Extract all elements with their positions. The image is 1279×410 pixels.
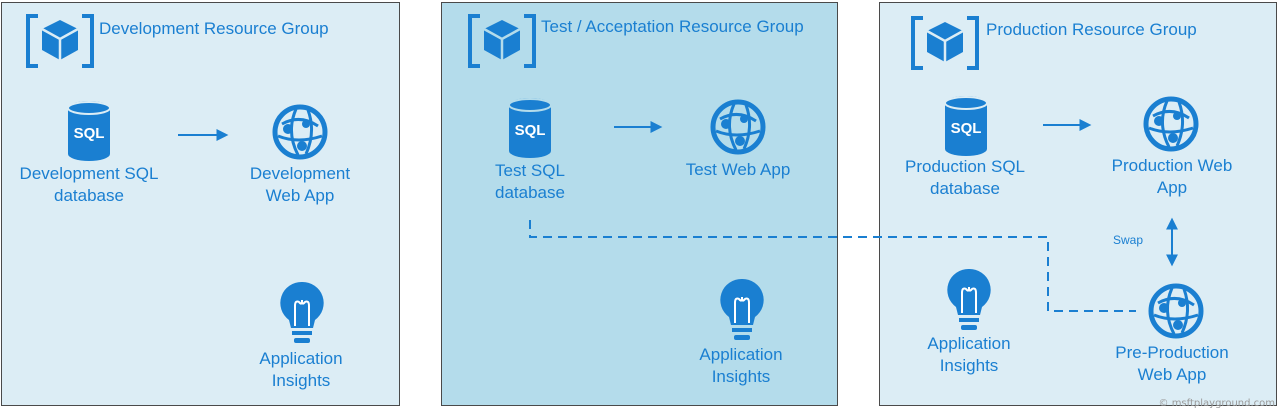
- production-group-title: Production Resource Group: [986, 20, 1197, 39]
- test-group-title: Test / Acceptation Resource Group: [541, 17, 804, 36]
- sql-database-icon-development: SQL: [67, 101, 111, 161]
- sql-database-icon-test: SQL: [508, 98, 552, 158]
- web-app-icon-preproduction: [1148, 283, 1204, 339]
- test-resource-group: [441, 2, 838, 406]
- web-app-icon-test: [710, 99, 766, 155]
- dashed-link-test-sql-to-preproduction: [529, 220, 1136, 312]
- sql-badge: SQL: [951, 120, 982, 137]
- test-web-app-label: Test Web App: [685, 160, 791, 179]
- application-insights-icon-production: [947, 268, 991, 330]
- sql-database-icon-production: SQL: [944, 96, 988, 156]
- sql-badge: SQL: [74, 125, 105, 142]
- production-web-app-label: Production Web App: [1111, 156, 1233, 197]
- test-sql-label: Test SQL database: [495, 161, 565, 202]
- development-insights-label: Application Insights: [259, 349, 343, 390]
- application-insights-icon-development: [280, 281, 324, 343]
- sql-badge: SQL: [515, 122, 546, 139]
- copyright-text: © msftplayground.com: [1158, 398, 1275, 409]
- web-app-icon-development: [272, 104, 328, 160]
- web-app-icon-production: [1143, 96, 1199, 152]
- application-insights-icon-test: [720, 278, 764, 340]
- preproduction-web-app-label: Pre-Production Web App: [1115, 343, 1229, 384]
- development-group-title: Development Resource Group: [99, 19, 329, 38]
- development-web-app-label: Development Web App: [249, 164, 351, 205]
- test-insights-label: Application Insights: [699, 345, 783, 386]
- development-sql-label: Development SQL database: [19, 164, 159, 205]
- production-insights-label: Application Insights: [927, 334, 1011, 375]
- resource-group-icon-test: [468, 14, 536, 68]
- production-resource-group: [879, 2, 1277, 406]
- resource-group-icon-development: [26, 14, 94, 68]
- development-resource-group: [1, 2, 400, 406]
- resource-group-icon-production: [911, 16, 979, 70]
- swap-label: Swap: [1113, 233, 1144, 247]
- production-sql-label: Production SQL database: [904, 157, 1025, 198]
